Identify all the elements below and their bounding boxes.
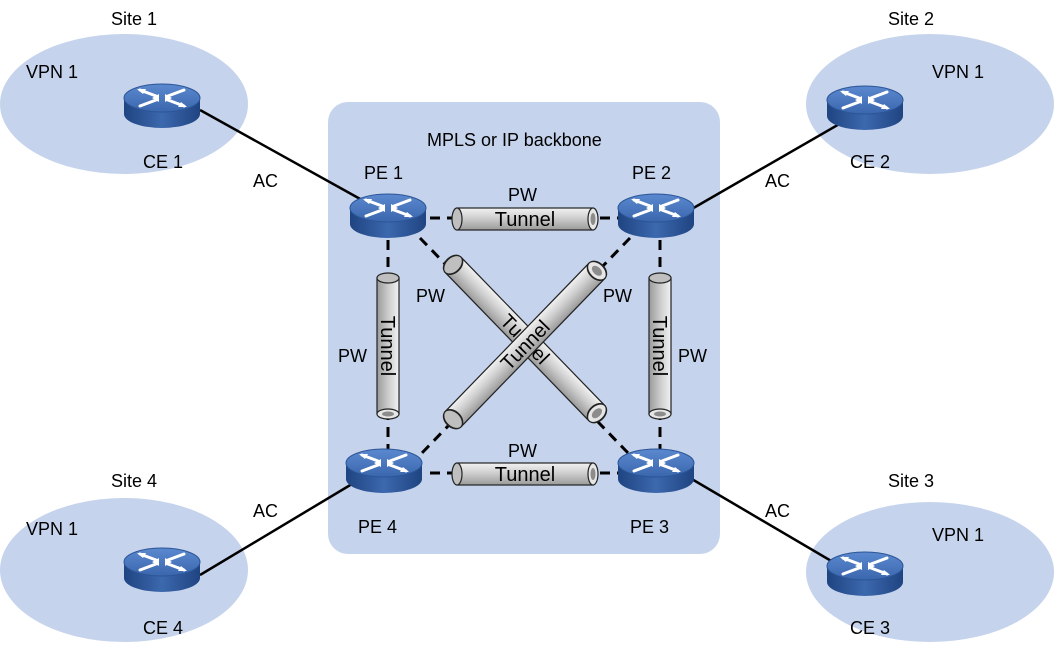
- ce-4-router-icon: [122, 546, 202, 594]
- pe-4-label: PE 4: [358, 517, 397, 537]
- site-3-label: Site 3: [888, 471, 934, 491]
- ac-2-label: AC: [765, 171, 790, 191]
- ac-1-label: AC: [253, 171, 278, 191]
- site-1-vpn-label: VPN 1: [26, 62, 78, 82]
- ce-4-label: CE 4: [143, 618, 183, 638]
- site-4-vpn-label: VPN 1: [26, 519, 78, 539]
- pe-2-router-icon: [616, 192, 696, 240]
- ce-2-router-icon: [825, 84, 905, 132]
- ce-1-label: CE 1: [143, 152, 183, 172]
- pe-3-label: PE 3: [630, 517, 669, 537]
- svg-text:Tunnel: Tunnel: [495, 209, 555, 231]
- pw-label-pe2-pe4: PW: [603, 286, 632, 306]
- backbone-label: MPLS or IP backbone: [427, 130, 602, 150]
- pw-label-pe1-pe2: PW: [508, 185, 537, 205]
- site-4-label: Site 4: [111, 471, 157, 491]
- pw-label-pe1-pe3: PW: [416, 286, 445, 306]
- ce-3-router-icon: [825, 550, 905, 598]
- site-3-cloud: [806, 502, 1054, 642]
- pe-2-label: PE 2: [632, 163, 671, 183]
- ac-3-label: AC: [765, 501, 790, 521]
- svg-text:Tunnel: Tunnel: [648, 316, 670, 376]
- pw-label-pe2-pe3: PW: [678, 346, 707, 366]
- svg-text:Tunnel: Tunnel: [495, 464, 555, 486]
- tunnel-pe1-pe2: Tunnel: [451, 207, 599, 231]
- site-1-label: Site 1: [111, 9, 157, 29]
- ce-1-router-icon: [122, 82, 202, 130]
- ac-links: [199, 108, 856, 577]
- site-2-label: Site 2: [888, 9, 934, 29]
- site-2-cloud: [806, 34, 1054, 174]
- tunnel-pe2-pe3: Tunnel: [648, 272, 672, 420]
- pe-4-router-icon: [344, 447, 424, 495]
- ce-3-label: CE 3: [850, 618, 890, 638]
- pe-1-label: PE 1: [364, 163, 403, 183]
- ac-4-label: AC: [253, 501, 278, 521]
- pw-label-pe1-pe4: PW: [338, 346, 367, 366]
- pe-1-router-icon: [348, 192, 428, 240]
- tunnel-pe4-pe3: Tunnel: [451, 462, 599, 486]
- pw-label-pe4-pe3: PW: [508, 441, 537, 461]
- site-3-vpn-label: VPN 1: [932, 525, 984, 545]
- svg-text:Tunnel: Tunnel: [376, 316, 398, 376]
- pe-3-router-icon: [616, 447, 696, 495]
- site-2-vpn-label: VPN 1: [932, 62, 984, 82]
- tunnel-pe1-pe4: Tunnel: [376, 272, 400, 420]
- ce-2-label: CE 2: [850, 152, 890, 172]
